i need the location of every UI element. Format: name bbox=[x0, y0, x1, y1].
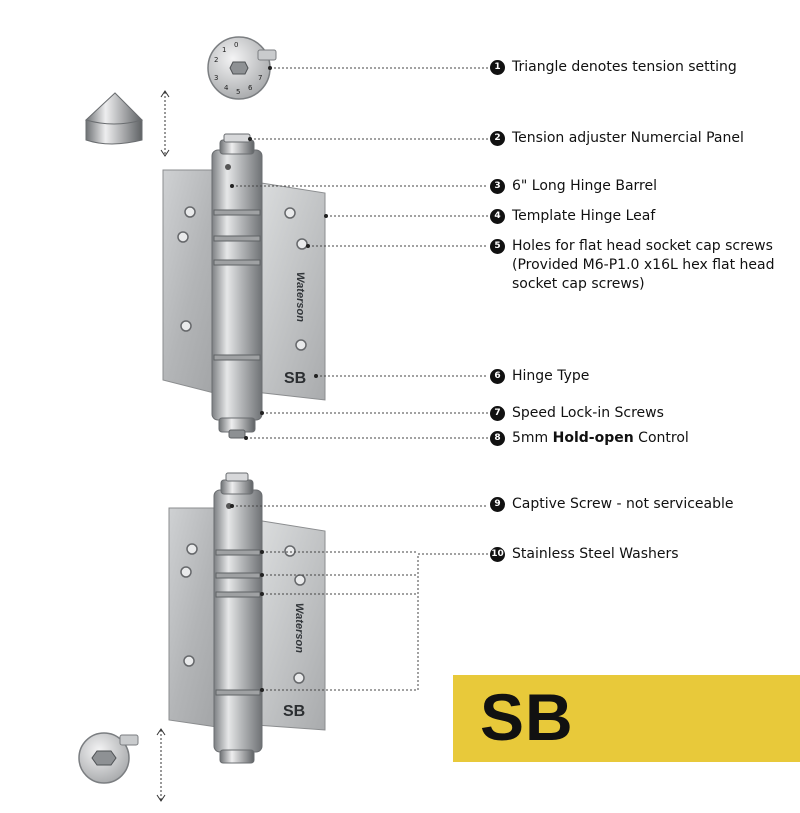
dial-number-7: 7 bbox=[258, 74, 262, 82]
top-hinge-barrel bbox=[211, 149, 263, 421]
dial-number-6: 6 bbox=[248, 84, 253, 92]
callout-text: Tension adjuster Numercial Panel bbox=[512, 130, 744, 146]
callout-10: 10 Stainless Steel Washers bbox=[490, 545, 679, 564]
top-hinge-hold-open-control bbox=[228, 429, 246, 439]
hex-cap bbox=[78, 732, 139, 784]
dial-number-3: 3 bbox=[214, 74, 218, 82]
callout-text: Triangle denotes tension setting bbox=[512, 59, 737, 75]
tension-dial: 0 1 2 3 4 5 6 7 bbox=[207, 36, 277, 100]
cone-cap bbox=[85, 92, 143, 145]
top-hinge-type-label: SB bbox=[284, 370, 306, 387]
callout-text-bold: Hold-open bbox=[552, 430, 634, 446]
bottom-hinge-bottom-knuckle bbox=[219, 749, 255, 764]
callout-text: Template Hinge Leaf bbox=[512, 208, 656, 224]
bottom-hinge-captive-screw bbox=[226, 503, 232, 509]
bottom-hinge: Waterson SB bbox=[168, 472, 326, 764]
callout-number: 3 bbox=[490, 179, 505, 194]
top-hinge-screw-holes bbox=[177, 206, 308, 351]
callout-2: 2 Tension adjuster Numercial Panel bbox=[490, 129, 744, 148]
callout-text: Stainless Steel Washers bbox=[512, 546, 679, 562]
callout-text: 6" Long Hinge Barrel bbox=[512, 178, 658, 194]
dial-number-5: 5 bbox=[236, 88, 240, 96]
bottom-hinge-washers bbox=[215, 549, 261, 696]
callout-text: 5mm Hold-open Control bbox=[512, 429, 689, 448]
hinge-type-badge: SB bbox=[453, 675, 800, 762]
badge-text: SB bbox=[480, 680, 574, 754]
bottom-hinge-type-label: SB bbox=[283, 703, 305, 720]
cap-travel-arrow-top bbox=[160, 90, 170, 157]
callout-number: 4 bbox=[490, 209, 505, 224]
callout-text-pre: 5mm bbox=[512, 430, 553, 446]
callout-6: 6 Hinge Type bbox=[490, 367, 589, 386]
callout-number: 2 bbox=[490, 131, 505, 146]
callout-9: 9 Captive Screw - not serviceable bbox=[490, 495, 734, 514]
callout-number: 10 bbox=[490, 547, 505, 562]
callout-number: 5 bbox=[490, 239, 505, 254]
callout-3: 3 6" Long Hinge Barrel bbox=[490, 177, 657, 196]
dial-number-1: 1 bbox=[222, 46, 226, 54]
callout-text: Speed Lock-in Screws bbox=[512, 405, 664, 421]
callout-8: 8 5mm Hold-open Control bbox=[490, 429, 689, 448]
callout-5: 5 Holes for flat head socket cap screws … bbox=[490, 237, 787, 294]
top-hinge-washers bbox=[213, 209, 261, 361]
callout-number: 7 bbox=[490, 406, 505, 421]
callout-text: Holes for flat head socket cap screws (P… bbox=[512, 238, 775, 292]
dial-number-0: 0 bbox=[234, 41, 238, 49]
callout-text: Captive Screw - not serviceable bbox=[512, 496, 734, 512]
callout-4: 4 Template Hinge Leaf bbox=[490, 207, 655, 226]
leader-lines bbox=[232, 67, 488, 691]
callout-1: 1 Triangle denotes tension setting bbox=[490, 58, 737, 77]
top-hinge-captive-screw bbox=[225, 164, 231, 170]
callout-text-post: Control bbox=[633, 430, 689, 446]
callout-number: 8 bbox=[490, 431, 505, 446]
bottom-hinge-barrel bbox=[213, 489, 263, 753]
bottom-hinge-top-knuckle bbox=[220, 479, 254, 495]
leader-10 bbox=[262, 553, 488, 691]
callout-number: 1 bbox=[490, 60, 505, 75]
callout-7: 7 Speed Lock-in Screws bbox=[490, 404, 664, 423]
top-hinge: Waterson SB bbox=[162, 133, 326, 439]
dial-number-2: 2 bbox=[214, 56, 218, 64]
bottom-hinge-adjuster-panel bbox=[225, 472, 249, 482]
bottom-hinge-screw-holes bbox=[180, 543, 306, 684]
bottom-hinge-brand: Waterson bbox=[293, 603, 305, 653]
callout-number: 6 bbox=[490, 369, 505, 384]
callout-text: Hinge Type bbox=[512, 368, 590, 384]
top-hinge-adjuster-panel bbox=[223, 133, 251, 143]
leader-dots bbox=[230, 66, 328, 692]
dial-number-4: 4 bbox=[224, 84, 229, 92]
cap-travel-arrow-bottom bbox=[156, 728, 166, 802]
top-hinge-brand: Waterson bbox=[294, 272, 306, 322]
callout-number: 9 bbox=[490, 497, 505, 512]
